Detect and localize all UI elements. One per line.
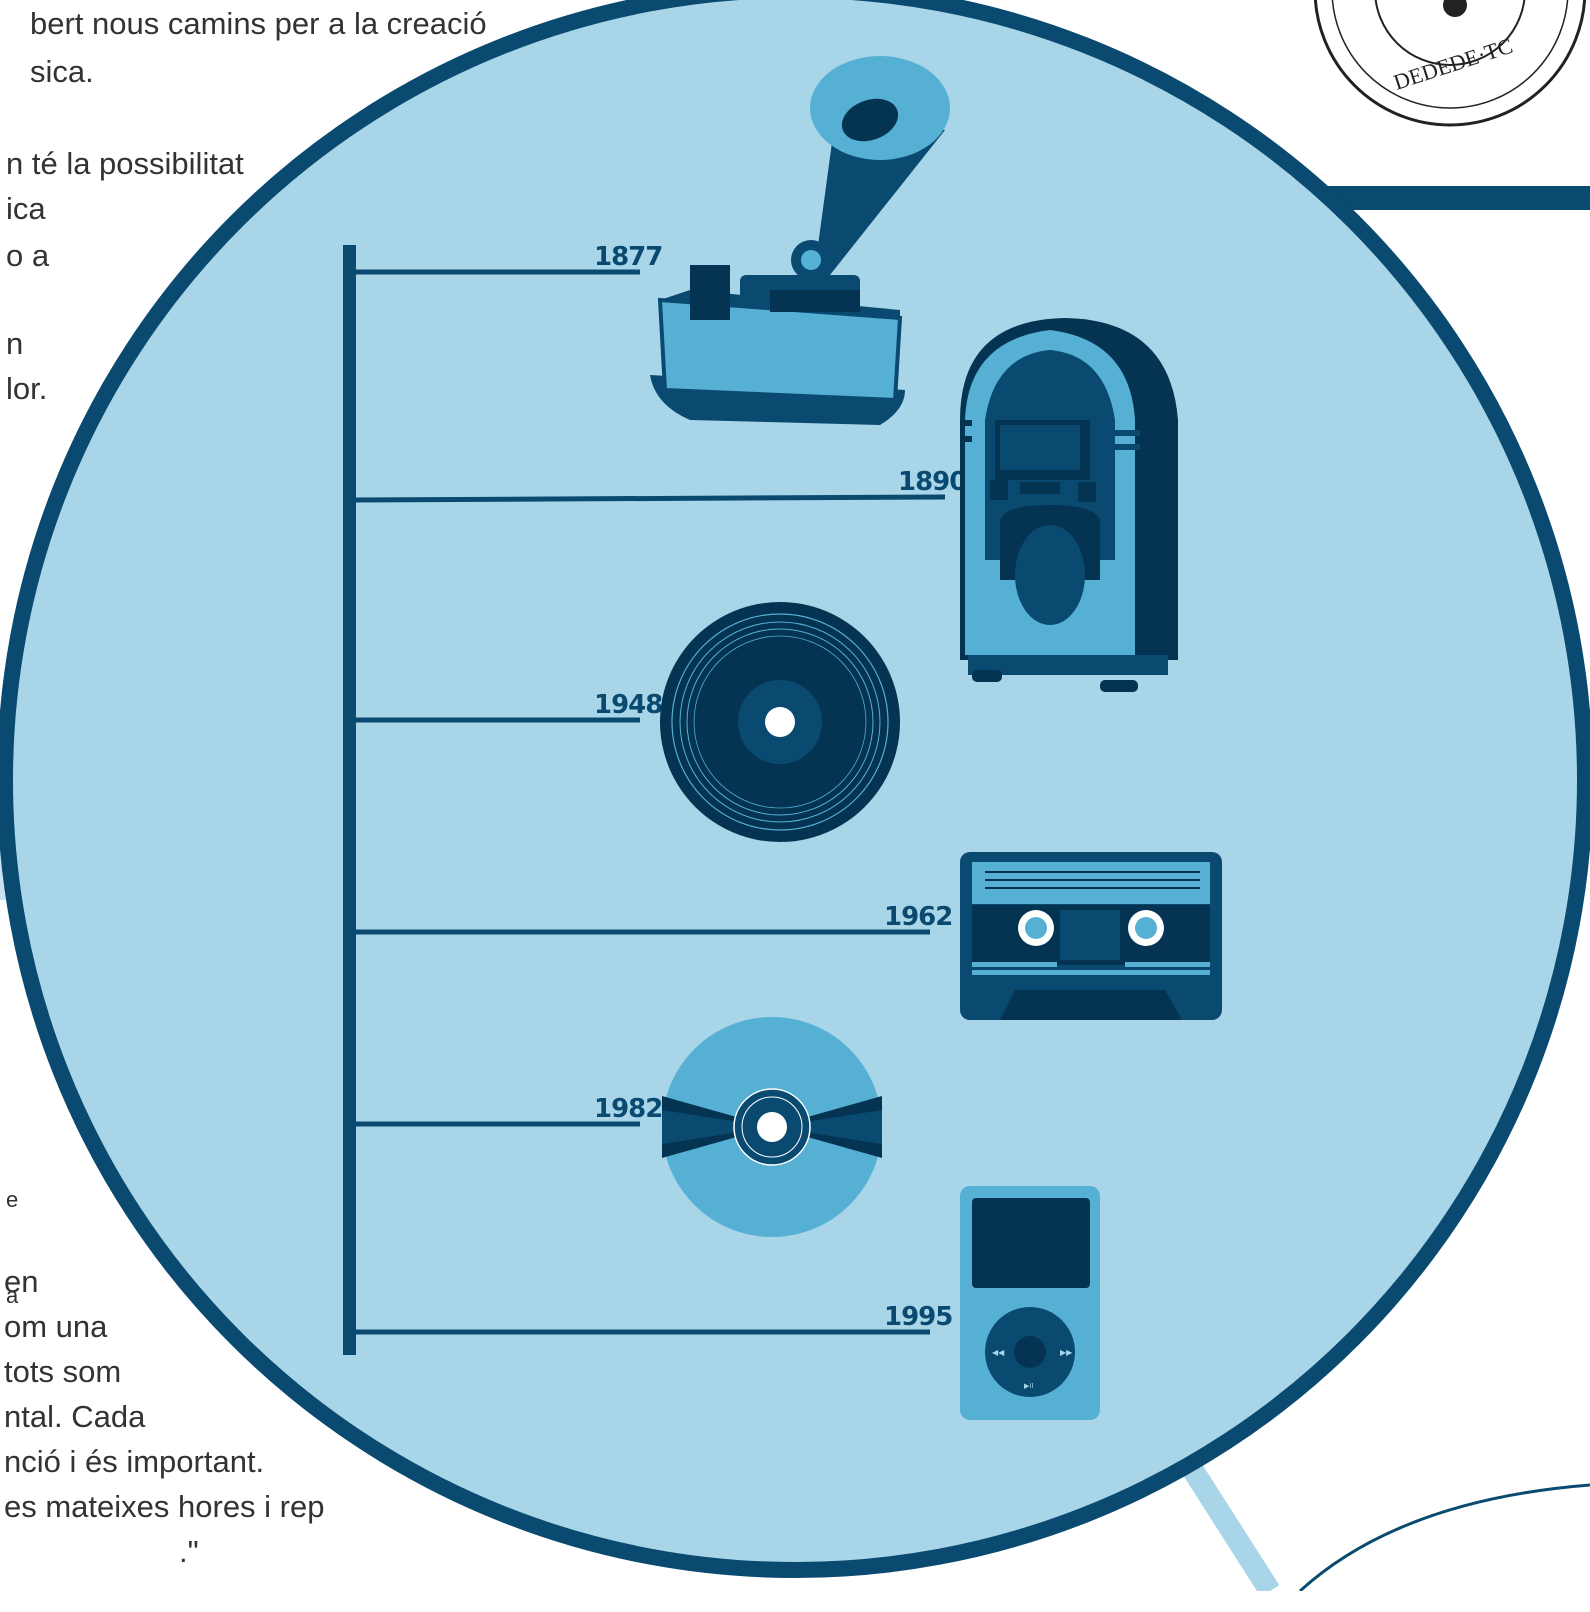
- vinyl-record-icon: [660, 602, 900, 842]
- year-label: 1890: [898, 467, 966, 497]
- mp3-player-icon: ◀◀ ▶▶ ▶II: [960, 1186, 1100, 1420]
- play-pause-icon: ▶II: [1024, 1383, 1033, 1390]
- jukebox-icon: [960, 318, 1178, 692]
- next-icon: ▶▶: [1060, 1348, 1073, 1357]
- timeline-axis: [343, 245, 356, 1355]
- seal-icon: DEDEDE·TC: [1315, 0, 1585, 125]
- cassette-tape-icon: [960, 852, 1222, 1020]
- background-curve: [1300, 1485, 1590, 1591]
- year-label: 1948: [594, 690, 662, 720]
- branch-1890: [350, 497, 945, 500]
- year-label: 1962: [884, 902, 952, 932]
- compact-disc-icon: [662, 1017, 882, 1237]
- year-label: 1982: [594, 1094, 662, 1124]
- year-label: 1877: [594, 242, 662, 272]
- year-label: 1995: [884, 1302, 952, 1332]
- previous-icon: ◀◀: [992, 1348, 1005, 1357]
